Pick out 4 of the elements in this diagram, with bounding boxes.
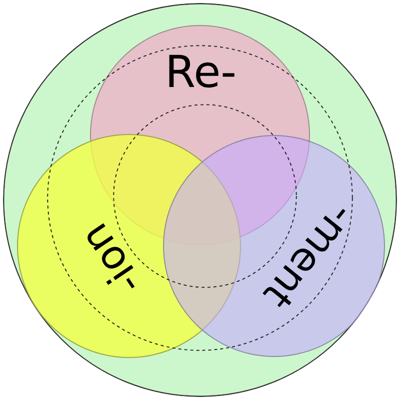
- prefix-suffix-label: -ion: [74, 216, 149, 302]
- outer-circle: [3, 3, 397, 397]
- dashed-circle: [47, 45, 353, 351]
- prefix-suffix-label: Re-: [165, 51, 237, 95]
